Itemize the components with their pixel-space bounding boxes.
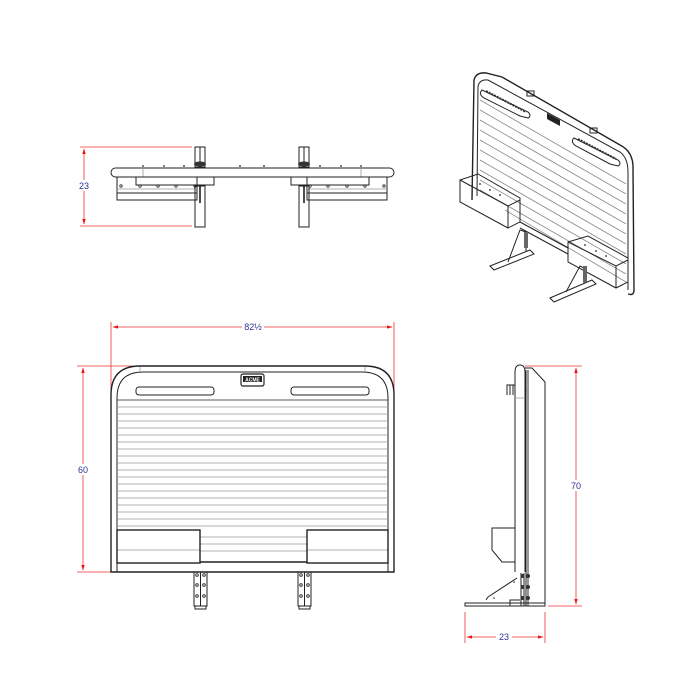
side-panel — [525, 367, 546, 606]
tool-box-right-front — [306, 529, 389, 564]
isometric-view — [459, 72, 635, 303]
side-hook — [506, 384, 515, 395]
brand-logo: ACME — [240, 373, 265, 387]
tool-box-left-front — [116, 529, 201, 564]
dimension-label-side-height: 70 — [571, 481, 581, 491]
front-view: 82½ 60 ACME — [75, 321, 395, 610]
dimension-label-top-depth: 23 — [79, 181, 89, 191]
iso-foot-left — [489, 229, 535, 271]
iso-light-bar-left — [479, 89, 531, 119]
clamp-right — [298, 146, 310, 168]
mount-bracket-left — [193, 571, 208, 610]
iso-tool-box-left — [459, 173, 521, 229]
side-view: 70 23 — [464, 364, 584, 643]
dimension-label-side-depth: 23 — [499, 632, 509, 642]
side-mount-bracket — [485, 573, 530, 606]
iso-light-bar-right — [571, 137, 621, 167]
side-upright-tube — [514, 364, 526, 572]
iso-foot-right — [549, 265, 597, 303]
mount-bracket-right — [297, 571, 312, 610]
tool-box-right — [290, 176, 388, 228]
side-base-plate — [464, 602, 546, 607]
iso-tool-box-right — [567, 235, 629, 289]
iso-corrugated-panel — [479, 99, 627, 283]
iso-frame-outer — [473, 72, 635, 296]
iso-logo — [547, 113, 560, 126]
light-bar-left — [135, 386, 215, 396]
tool-box-left — [116, 176, 215, 228]
clamp-left — [194, 146, 206, 168]
top-rail — [110, 167, 395, 178]
dimension-label-front-height: 60 — [78, 465, 88, 475]
svg-text:ACME: ACME — [245, 377, 260, 383]
side-tool-box — [491, 527, 515, 563]
top-view: 23 — [76, 146, 395, 228]
front-corrugated-panel — [117, 399, 388, 552]
light-bar-right — [290, 386, 370, 396]
dimension-label-front-width: 82½ — [244, 322, 262, 332]
front-frame-outer — [110, 365, 395, 573]
